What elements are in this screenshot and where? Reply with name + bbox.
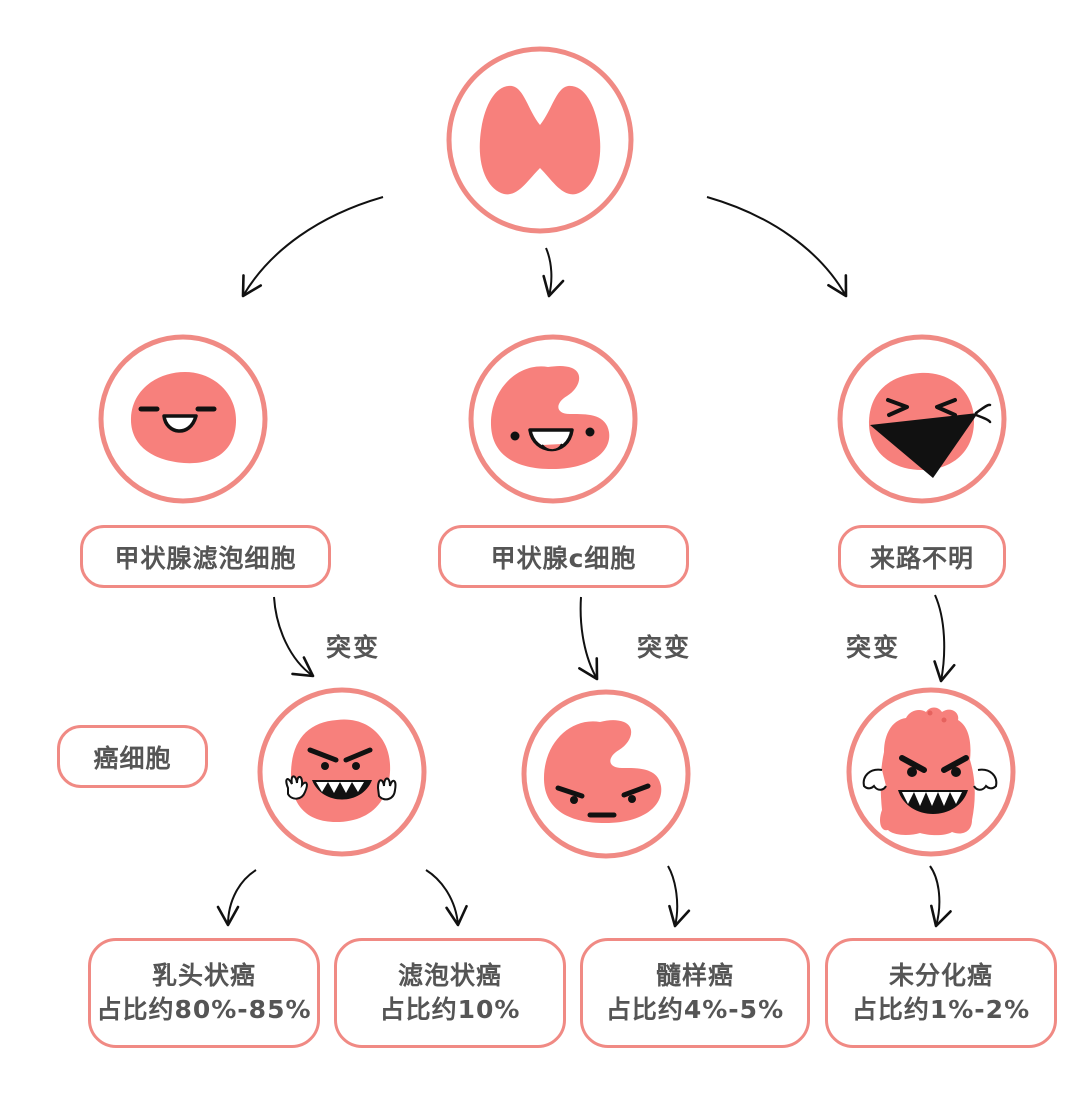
cancer-type-name: 乳头状癌 [151, 961, 256, 990]
arrow-to-unknown-origin [706, 196, 848, 298]
cancer-type-follicular: 滤泡状癌 占比约10% [334, 938, 566, 1048]
origin-cell-label-unknown: 来路不明 [838, 525, 1006, 588]
cancer-cell-label: 癌细胞 [57, 725, 208, 788]
cancer-type-share: 占比约80%-85% [96, 995, 312, 1024]
origin-cell-label-follicular: 甲状腺滤泡细胞 [80, 525, 331, 588]
arrow-unknown-mutation [933, 594, 956, 683]
cancer-type-name: 未分化癌 [888, 961, 993, 990]
arrow-to-follicular-cell [241, 196, 384, 298]
cancer-type-name: 滤泡状癌 [397, 961, 502, 990]
monster-icon [846, 687, 1016, 857]
cancer-type-anaplastic: 未分化癌 占比约1%-2% [825, 938, 1057, 1048]
thyroid-icon [446, 46, 634, 234]
origin-cell-label-text: 来路不明 [869, 543, 974, 573]
happy-blob-icon [98, 334, 268, 504]
arrow-follicular-mutation [273, 596, 315, 678]
arrow-c-cell-mutation [578, 596, 599, 681]
mutation-label-unknown: 突变 [846, 633, 901, 662]
arrow-to-papillary [216, 869, 257, 927]
cancer-type-arrows [216, 865, 952, 928]
happy-c-cell-icon [468, 334, 638, 504]
cancer-type-share: 占比约4%-5% [605, 995, 785, 1024]
cancer-type-papillary: 乳头状癌 占比约80%-85% [88, 938, 320, 1048]
cancer-type-medullary: 髓样癌 占比约4%-5% [580, 938, 810, 1048]
arrow-to-medullary [667, 865, 691, 928]
arrow-to-c-cell [542, 247, 565, 298]
mutation-label-follicular: 突变 [326, 633, 381, 662]
arrow-to-anaplastic [929, 865, 952, 928]
arrow-to-follicular [425, 869, 468, 927]
cancer-type-name: 髓样癌 [655, 961, 734, 990]
angry-blob-icon [257, 687, 427, 857]
cancer-cell-label-text: 癌细胞 [93, 743, 172, 773]
origin-cell-label-text: 甲状腺滤泡细胞 [114, 543, 297, 573]
origin-cell-label-text: 甲状腺c细胞 [490, 543, 637, 573]
masked-blob-icon [837, 334, 1007, 504]
grumpy-c-cell-icon [521, 689, 691, 859]
branch-arrows [241, 196, 848, 298]
origin-cell-label-c-cell: 甲状腺c细胞 [438, 525, 689, 588]
mutation-label-c-cell: 突变 [637, 633, 692, 662]
mutation-arrows [273, 594, 956, 683]
cancer-type-share: 占比约10% [379, 995, 521, 1024]
cancer-type-share: 占比约1%-2% [851, 995, 1031, 1024]
